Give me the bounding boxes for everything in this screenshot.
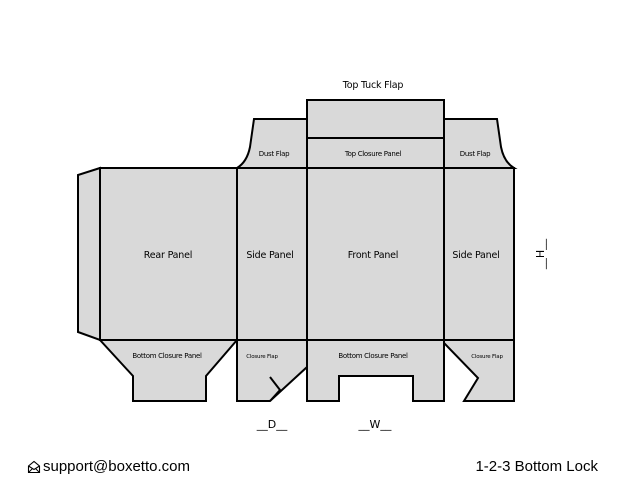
front-panel-label: Front Panel bbox=[348, 250, 398, 261]
envelope-icon bbox=[27, 460, 41, 474]
closure-flap-left-lock-notch bbox=[269, 376, 282, 402]
side-panel-right-label: Side Panel bbox=[452, 250, 499, 261]
bottom-closure-panel-left bbox=[97, 339, 240, 402]
closure-flap-left bbox=[236, 339, 308, 402]
rear-panel-label: Rear Panel bbox=[144, 250, 192, 261]
closure-flap-right-label: Closure Flap bbox=[471, 354, 503, 360]
bottom-closure-panel-left-label: Bottom Closure Panel bbox=[132, 352, 202, 360]
front-panel bbox=[306, 167, 445, 341]
dimension-width: __W__ bbox=[358, 418, 392, 431]
rear-panel bbox=[99, 167, 238, 341]
side-panel-left bbox=[236, 167, 308, 341]
glue-flap bbox=[77, 166, 101, 342]
dust-flap-left-label: Dust Flap bbox=[259, 150, 290, 158]
dust-flap-right bbox=[443, 118, 518, 169]
footer-style-name: 1-2-3 Bottom Lock bbox=[475, 458, 598, 475]
top-tuck-flap bbox=[306, 99, 445, 139]
bottom-closure-panel-center bbox=[306, 339, 445, 402]
top-tuck-flap-label: Top Tuck Flap bbox=[342, 80, 404, 91]
closure-flap-right bbox=[443, 339, 515, 402]
footer-email[interactable]: support@boxetto.com bbox=[27, 457, 190, 477]
dimension-height: __H__ bbox=[534, 238, 547, 270]
top-closure-panel-label: Top Closure Panel bbox=[344, 150, 402, 158]
dust-flap-right-label: Dust Flap bbox=[460, 150, 491, 158]
dimension-depth: __D__ bbox=[256, 418, 288, 431]
bottom-closure-panel-center-label: Bottom Closure Panel bbox=[338, 352, 408, 360]
dust-flap-left bbox=[233, 118, 308, 169]
closure-flap-left-label: Closure Flap bbox=[246, 354, 278, 360]
footer-email-text[interactable]: support@boxetto.com bbox=[43, 458, 190, 475]
side-panel-left-label: Side Panel bbox=[246, 250, 293, 261]
